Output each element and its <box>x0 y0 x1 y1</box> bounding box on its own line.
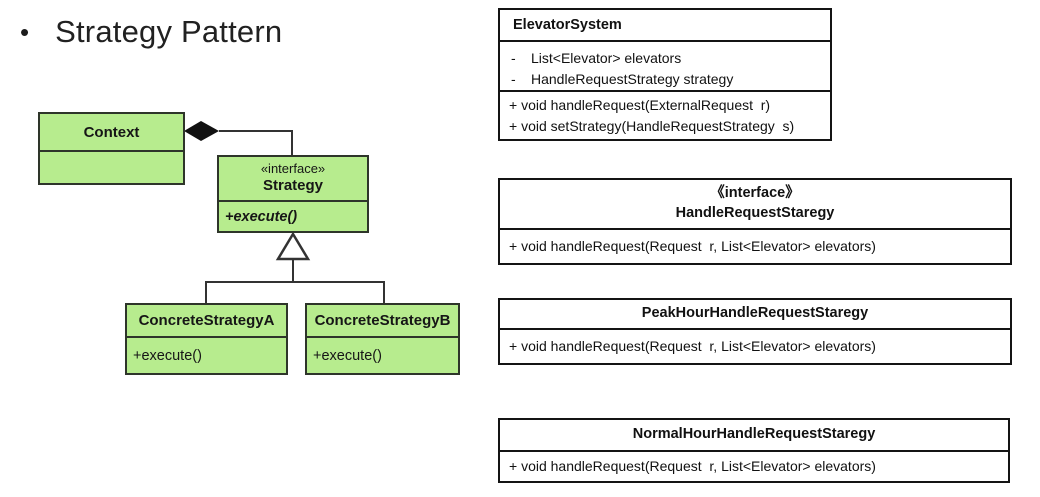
slide-title: Strategy Pattern <box>55 14 283 49</box>
class-box-peak-hour-strategy: PeakHourHandleRequestStaregy + void hand… <box>498 298 1012 365</box>
interface-name: HandleRequestStaregy <box>675 205 835 221</box>
class-box-normal-hour-strategy: NormalHourHandleRequestStaregy + void ha… <box>498 418 1010 483</box>
context-empty-compartment <box>40 152 183 183</box>
elevator-system-title: ElevatorSystem <box>500 10 830 42</box>
inheritance-triangle-icon <box>275 231 311 261</box>
strategy-title-compartment: «interface» Strategy <box>219 157 367 202</box>
method-row: + void handleRequest(Request r, List<Ele… <box>509 338 876 354</box>
concrete-b-title-compartment: ConcreteStrategyB <box>307 305 458 338</box>
field-text: HandleRequestStrategy strategy <box>531 71 734 87</box>
context-class-name: Context <box>83 123 140 141</box>
interface-methods: + void handleRequest(Request r, List<Ele… <box>500 230 1010 263</box>
elevator-system-fields: - List<Elevator> elevators - HandleReque… <box>500 42 830 92</box>
concrete-a-title-compartment: ConcreteStrategyA <box>127 305 286 338</box>
field-visibility-marker: - <box>511 50 516 66</box>
concrete-b-method: +execute() <box>313 347 382 364</box>
interface-title: 《interface》 HandleRequestStaregy <box>500 180 1010 230</box>
field-row: - List<Elevator> elevators <box>500 48 830 69</box>
concrete-a-method: +execute() <box>133 347 202 364</box>
strategy-method: +execute() <box>225 208 298 225</box>
composition-diamond-icon <box>184 121 219 141</box>
field-text: List<Elevator> elevators <box>531 50 682 66</box>
composition-connector-line <box>219 130 293 155</box>
normal-hour-methods: + void handleRequest(Request r, List<Ele… <box>500 452 1008 481</box>
class-box-handle-request-strategy-interface: 《interface》 HandleRequestStaregy + void … <box>498 178 1012 265</box>
normal-hour-title: NormalHourHandleRequestStaregy <box>500 420 1008 452</box>
bullet-icon: • <box>20 17 30 47</box>
concrete-b-class-name: ConcreteStrategyB <box>314 312 451 329</box>
context-title-compartment: Context <box>40 114 183 152</box>
uml-class-concrete-strategy-b: ConcreteStrategyB +execute() <box>305 303 460 375</box>
strategy-stereotype: «interface» <box>260 161 326 176</box>
method-row: + void handleRequest(Request r, List<Ele… <box>509 458 876 474</box>
strategy-class-name: Strategy <box>262 177 324 195</box>
peak-hour-name: PeakHourHandleRequestStaregy <box>641 305 869 322</box>
uml-class-concrete-strategy-a: ConcreteStrategyA +execute() <box>125 303 288 375</box>
method-row: + void setStrategy(HandleRequestStrategy… <box>509 117 795 134</box>
method-row: + void handleRequest(ExternalRequest r) <box>509 96 771 113</box>
slide-title-row: • Strategy Pattern <box>20 14 282 50</box>
normal-hour-name: NormalHourHandleRequestStaregy <box>632 426 876 443</box>
interface-stereotype: 《interface》 <box>710 185 800 202</box>
uml-class-context: Context <box>38 112 185 185</box>
peak-hour-methods: + void handleRequest(Request r, List<Ele… <box>500 330 1010 363</box>
peak-hour-title: PeakHourHandleRequestStaregy <box>500 300 1010 330</box>
field-row: - HandleRequestStrategy strategy <box>500 69 830 90</box>
field-visibility-marker: - <box>511 71 516 87</box>
uml-class-strategy: «interface» Strategy +execute() <box>217 155 369 233</box>
method-row: + void handleRequest(Request r, List<Ele… <box>509 238 876 254</box>
class-box-elevator-system: ElevatorSystem - List<Elevator> elevator… <box>498 8 832 141</box>
elevator-system-name: ElevatorSystem <box>513 17 622 33</box>
concrete-a-class-name: ConcreteStrategyA <box>138 312 275 329</box>
elevator-system-methods: + void handleRequest(ExternalRequest r) … <box>500 92 830 139</box>
